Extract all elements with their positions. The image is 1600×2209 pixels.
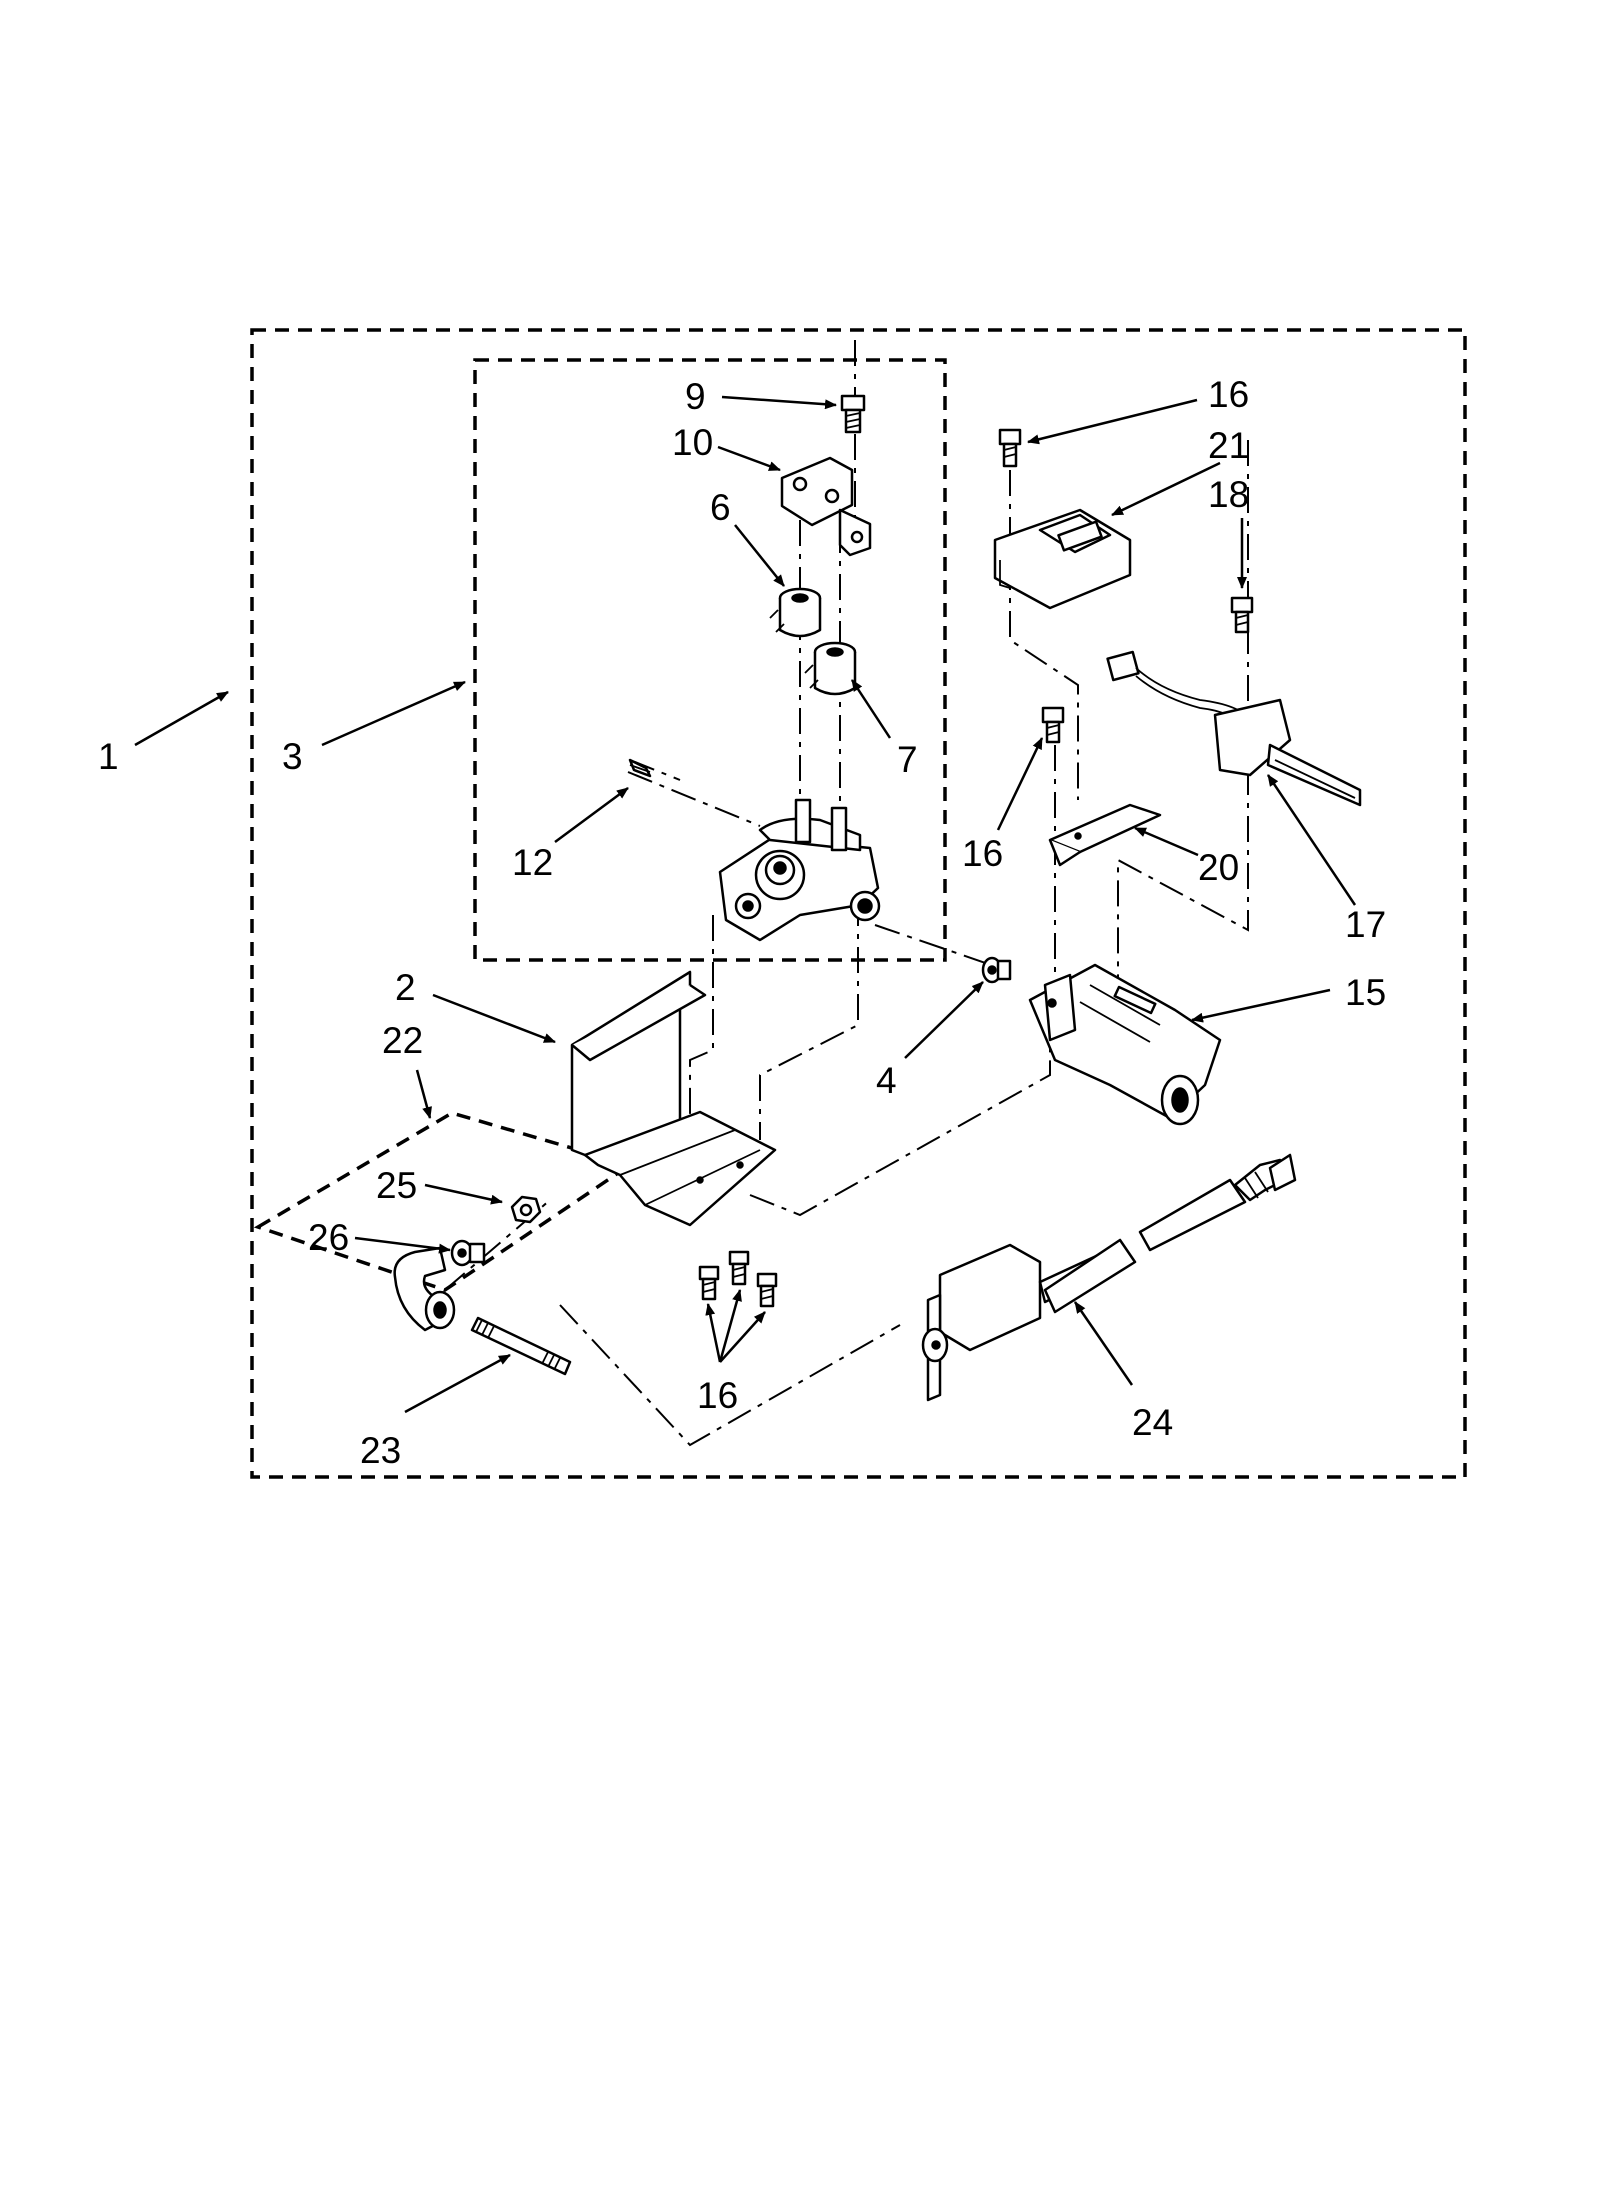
assembly-3-outline	[473, 358, 947, 962]
callout-15: 15	[1345, 972, 1386, 1013]
screw-icon	[998, 428, 1022, 468]
callout-10: 10	[672, 422, 713, 463]
callout-16-bottom: 16	[697, 1375, 738, 1416]
callout-1: 1	[98, 736, 119, 777]
callout-9: 9	[685, 376, 706, 417]
callout-25: 25	[376, 1165, 417, 1206]
screw-icon	[628, 758, 652, 778]
callout-18: 18	[1208, 474, 1249, 515]
screw-icon	[728, 1250, 750, 1286]
igniter-icon	[1106, 650, 1362, 807]
coil-7-icon	[804, 641, 857, 696]
callout-6: 6	[710, 487, 731, 528]
callout-4: 4	[876, 1060, 897, 1101]
callout-24: 24	[1132, 1402, 1173, 1443]
callout-23: 23	[360, 1430, 401, 1471]
callout-22: 22	[382, 1020, 423, 1061]
orifice-icon	[450, 1239, 486, 1267]
igniter-bracket-icon	[993, 508, 1132, 610]
screw-icon	[1041, 706, 1065, 744]
pipe-nipple-icon	[470, 1316, 572, 1376]
callout-21: 21	[1208, 425, 1249, 466]
screw-icon	[1230, 596, 1254, 634]
assembly-22-outline	[253, 1111, 635, 1292]
callout-16-top: 16	[1208, 374, 1249, 415]
callout-26: 26	[308, 1217, 349, 1258]
gas-hose-icon	[1043, 1153, 1297, 1314]
screw-icon	[698, 1265, 720, 1301]
nut-icon	[510, 1195, 542, 1224]
callout-12: 12	[512, 842, 553, 883]
burner-tube-icon	[1028, 963, 1222, 1126]
coil-bracket-icon	[780, 456, 872, 557]
callout-7: 7	[897, 739, 918, 780]
callout-16-middle: 16	[962, 833, 1003, 874]
burner-bracket-icon	[1048, 803, 1162, 867]
leader-lines	[134, 395, 1357, 1414]
coil-6-icon	[769, 587, 822, 638]
orifice-icon	[981, 956, 1012, 984]
gas-valve-icon	[718, 798, 881, 942]
callout-2: 2	[395, 967, 416, 1008]
screw-icon	[840, 394, 866, 434]
valve-bracket-icon	[570, 970, 777, 1227]
screw-icon	[756, 1272, 778, 1308]
callout-3: 3	[282, 736, 303, 777]
elbow-fitting-icon	[393, 1246, 456, 1332]
assembly-1-outline	[250, 328, 1467, 1479]
callout-17: 17	[1345, 904, 1386, 945]
callout-20: 20	[1198, 847, 1239, 888]
